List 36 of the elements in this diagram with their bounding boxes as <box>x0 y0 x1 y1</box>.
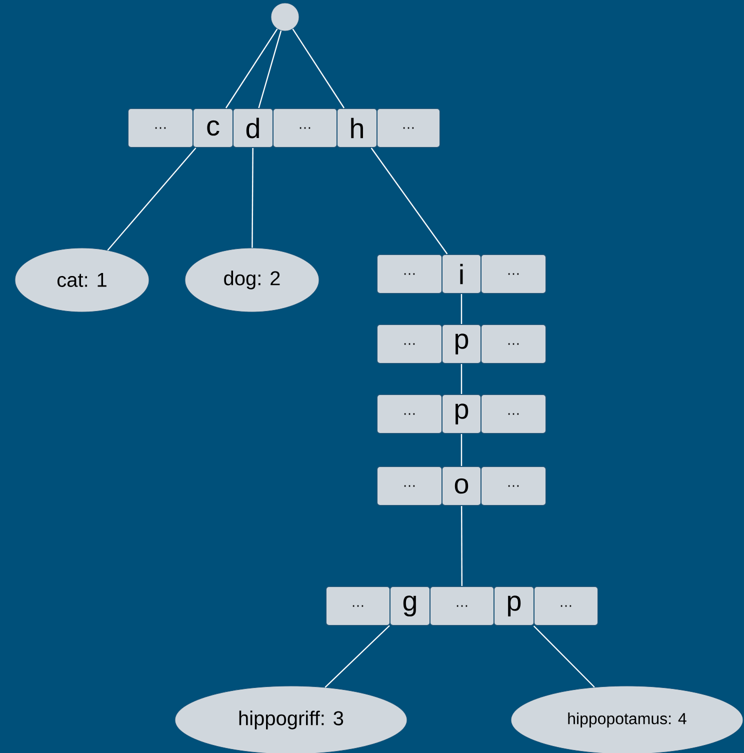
tree-edge <box>107 148 196 251</box>
array-cell: … <box>534 586 598 626</box>
array-cell: i <box>442 254 482 294</box>
array-cell: … <box>480 466 546 506</box>
array-cell: … <box>326 586 390 626</box>
array-cell: … <box>480 324 546 364</box>
array-cell: p <box>442 394 482 434</box>
tree-edge <box>292 28 345 108</box>
array-cell: … <box>376 466 442 506</box>
tree-edge <box>258 30 282 108</box>
array-cell: p <box>494 586 534 626</box>
tree-edge <box>460 294 462 324</box>
array-cell: … <box>430 586 494 626</box>
array-cell: … <box>376 324 442 364</box>
array-cell: … <box>480 254 546 294</box>
tree-edge <box>252 148 254 248</box>
array-cell: c <box>192 108 234 148</box>
root-circle <box>270 2 300 32</box>
tree-edge <box>324 625 390 688</box>
array-cell: h <box>336 108 378 148</box>
array-cell: … <box>376 108 440 148</box>
tree-edge <box>370 148 448 254</box>
array-cell: g <box>390 586 430 626</box>
array-cell: … <box>272 108 338 148</box>
tree-edge <box>533 626 595 688</box>
array-cell: … <box>376 394 442 434</box>
tree-edge <box>460 364 462 394</box>
array-cell: … <box>480 394 546 434</box>
tree-edge <box>460 434 462 466</box>
tree-edge <box>225 28 278 108</box>
array-cell: o <box>442 466 482 506</box>
array-cell: d <box>232 108 274 148</box>
array-cell: … <box>128 108 194 148</box>
array-cell: p <box>442 324 482 364</box>
tree-edge <box>460 506 462 586</box>
array-cell: … <box>376 254 442 294</box>
